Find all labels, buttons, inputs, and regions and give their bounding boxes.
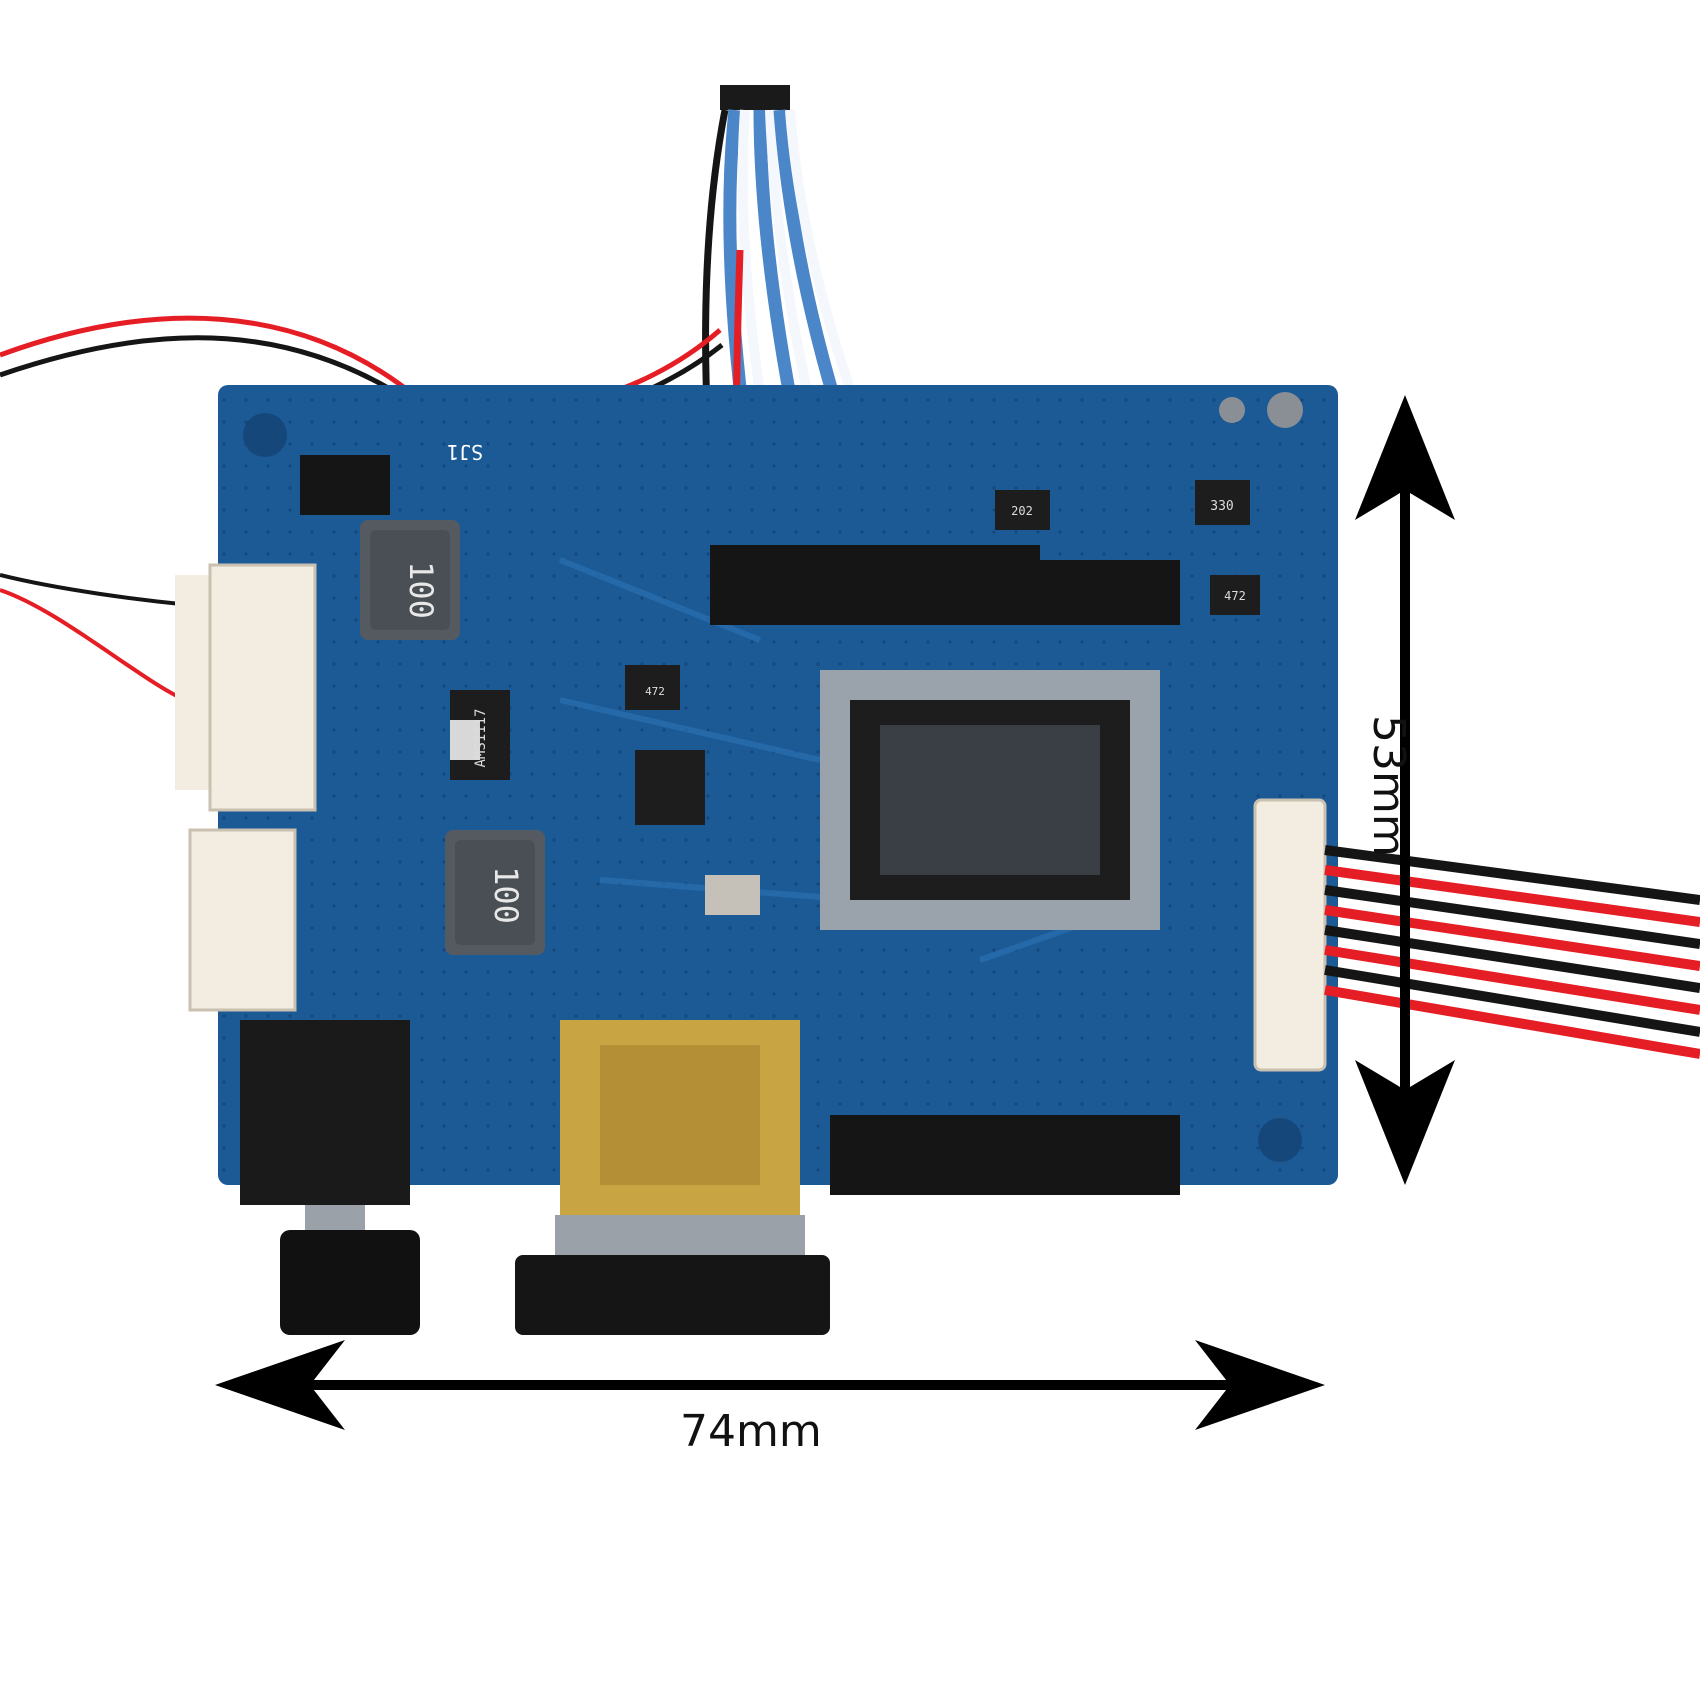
main-scaler-chip — [820, 670, 1160, 930]
jumper-silk-label: SJ1 — [447, 440, 483, 464]
resistor-network-4-label: 472 — [645, 685, 665, 698]
bottom-pin-header — [830, 1115, 1180, 1195]
resistor-network-3-label: 202 — [1011, 504, 1033, 518]
inductor-1-label: 100 — [402, 561, 440, 619]
voltage-regulator: AMS1117 — [450, 690, 510, 780]
jumper-header — [300, 455, 390, 515]
dc-power-jack — [240, 1020, 420, 1335]
height-dimension-label: 53mm — [1363, 715, 1414, 857]
width-dimension-label: 74mm — [680, 1406, 822, 1457]
resistor-network-1 — [1195, 480, 1250, 525]
width-dimension-arrow — [215, 1340, 1325, 1430]
regulator-label: AMS1117 — [473, 708, 489, 767]
resistor-network-3 — [995, 490, 1050, 530]
inductor-2-label: 100 — [487, 866, 525, 924]
crystal-oscillator — [705, 875, 760, 915]
inductor-2: 100 — [445, 830, 545, 955]
height-dimension-arrow — [1355, 395, 1455, 1185]
resistor-network-2-label: 472 — [1224, 589, 1246, 603]
resistor-network-4 — [635, 675, 675, 705]
ribbon-wires — [1324, 845, 1700, 1059]
inductor-1: 100 — [360, 520, 460, 640]
left-connectors — [175, 563, 317, 1012]
mini-hdmi-connector — [515, 1020, 830, 1335]
lvds-header — [710, 545, 1180, 625]
resistor-network-2 — [1210, 575, 1260, 615]
eeprom-chip — [635, 750, 705, 825]
resistor-network-1-label: 330 — [1210, 499, 1233, 514]
fpc-connector — [1253, 798, 1327, 1072]
